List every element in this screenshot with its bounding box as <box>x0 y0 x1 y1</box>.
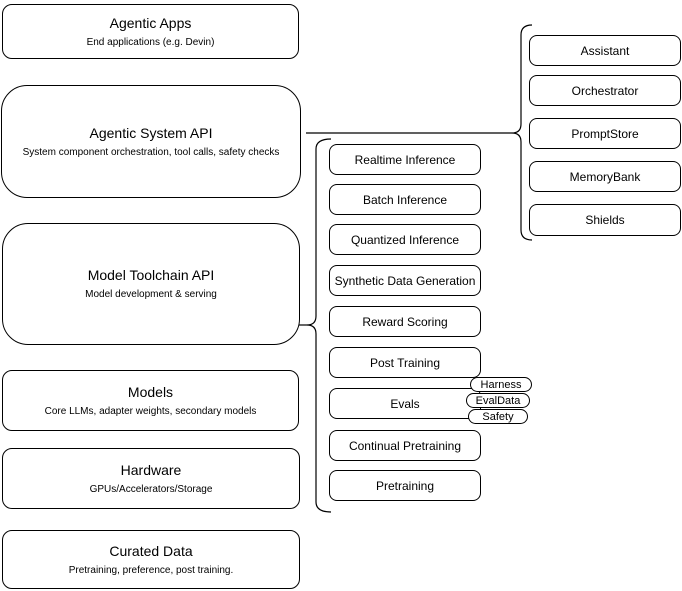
node-continual-pretraining: Continual Pretraining <box>329 430 481 461</box>
node-subtitle: System component orchestration, tool cal… <box>22 146 280 158</box>
brace-toolchain-services <box>306 138 332 513</box>
node-quantized-inference: Quantized Inference <box>329 224 481 255</box>
pill-label: Safety <box>482 410 514 423</box>
node-title: Agentic Apps <box>109 14 192 31</box>
node-label: Post Training <box>369 355 441 370</box>
node-orchestrator: Orchestrator <box>529 75 681 106</box>
node-label: PromptStore <box>571 126 639 141</box>
node-model-toolchain-api: Model Toolchain API Model development & … <box>2 223 300 345</box>
node-label: Realtime Inference <box>354 152 456 167</box>
node-curated-data: Curated Data Pretraining, preference, po… <box>2 530 300 589</box>
node-label: Orchestrator <box>571 83 639 98</box>
pill-label: EvalData <box>475 394 521 407</box>
node-hardware: Hardware GPUs/Accelerators/Storage <box>2 448 300 509</box>
pill-harness: Harness <box>470 377 532 392</box>
node-label: Assistant <box>580 43 630 58</box>
node-subtitle: Core LLMs, adapter weights, secondary mo… <box>44 405 257 417</box>
node-label: Shields <box>585 213 625 227</box>
node-post-training: Post Training <box>329 347 481 378</box>
node-subtitle: GPUs/Accelerators/Storage <box>89 483 213 495</box>
node-subtitle: End applications (e.g. Devin) <box>86 36 215 48</box>
node-title: Model Toolchain API <box>87 267 215 283</box>
node-synthetic-data-generation: Synthetic Data Generation <box>329 265 481 296</box>
node-label: Continual Pretraining <box>348 438 462 453</box>
node-batch-inference: Batch Inference <box>329 184 481 215</box>
node-memorybank: MemoryBank <box>529 161 681 192</box>
node-reward-scoring: Reward Scoring <box>329 306 481 337</box>
node-label: Evals <box>390 396 420 411</box>
node-title: Models <box>127 383 174 400</box>
node-label: Batch Inference <box>362 192 448 207</box>
node-subtitle: Model development & serving <box>85 289 217 300</box>
node-title: Curated Data <box>109 542 193 559</box>
node-evals: Evals <box>329 388 481 419</box>
node-label: Reward Scoring <box>362 314 448 329</box>
node-title: Hardware <box>120 461 182 478</box>
node-agentic-system-api: Agentic System API System component orch… <box>1 85 301 198</box>
pill-safety: Safety <box>468 409 528 424</box>
node-title: Agentic System API <box>89 124 213 141</box>
node-promptstore: PromptStore <box>529 118 681 149</box>
node-label: Synthetic Data Generation <box>334 273 476 288</box>
node-label: Pretraining <box>375 478 435 493</box>
node-pretraining: Pretraining <box>329 470 481 501</box>
node-shields: Shields <box>529 204 681 236</box>
node-label: MemoryBank <box>569 169 641 184</box>
pill-label: Harness <box>480 378 522 391</box>
node-agentic-apps: Agentic Apps End applications (e.g. Devi… <box>2 4 299 59</box>
node-assistant: Assistant <box>529 35 681 66</box>
node-models: Models Core LLMs, adapter weights, secon… <box>2 370 299 431</box>
node-subtitle: Pretraining, preference, post training. <box>68 564 234 576</box>
node-label: Quantized Inference <box>350 232 460 247</box>
node-realtime-inference: Realtime Inference <box>329 144 481 175</box>
pill-evaldata: EvalData <box>466 393 530 408</box>
